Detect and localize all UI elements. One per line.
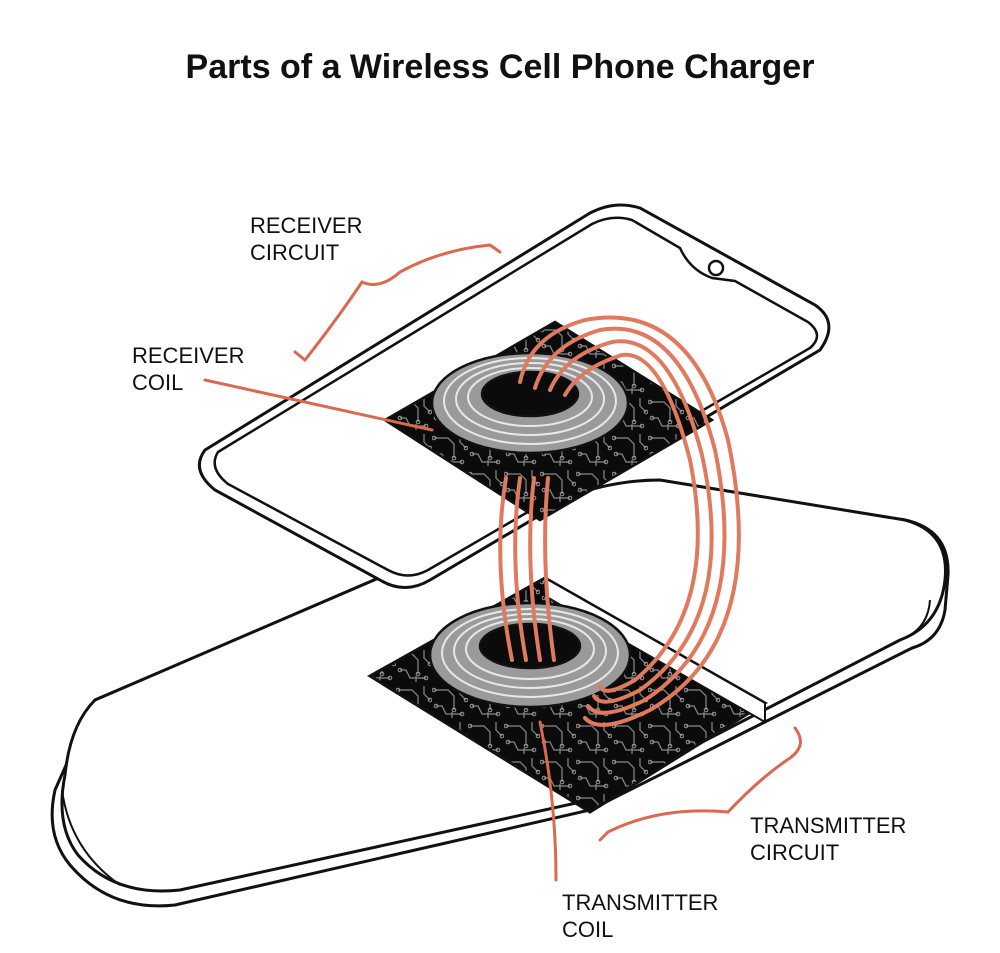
receiver-coil-label: RECEIVER COIL bbox=[132, 343, 245, 395]
magnetic-field-lines bbox=[498, 315, 741, 727]
receiver-circuit-brace bbox=[293, 243, 502, 363]
diagram-title: Parts of a Wireless Cell Phone Charger bbox=[185, 48, 815, 86]
receiver-circuit-label: RECEIVER CIRCUIT bbox=[250, 213, 363, 265]
receiver-coil bbox=[430, 351, 630, 455]
camera-icon bbox=[707, 259, 725, 277]
transmitter-coil-label: TRANSMITTER COIL bbox=[562, 890, 719, 942]
transmitter-coil bbox=[428, 601, 632, 709]
transmitter-coil-leader bbox=[538, 720, 558, 882]
transmitter-circuit-brace bbox=[598, 726, 802, 842]
receiver-coil-leader bbox=[203, 378, 434, 432]
leader-lines bbox=[203, 243, 802, 882]
transmitter-circuit-label: TRANSMITTER CIRCUIT bbox=[750, 813, 907, 865]
